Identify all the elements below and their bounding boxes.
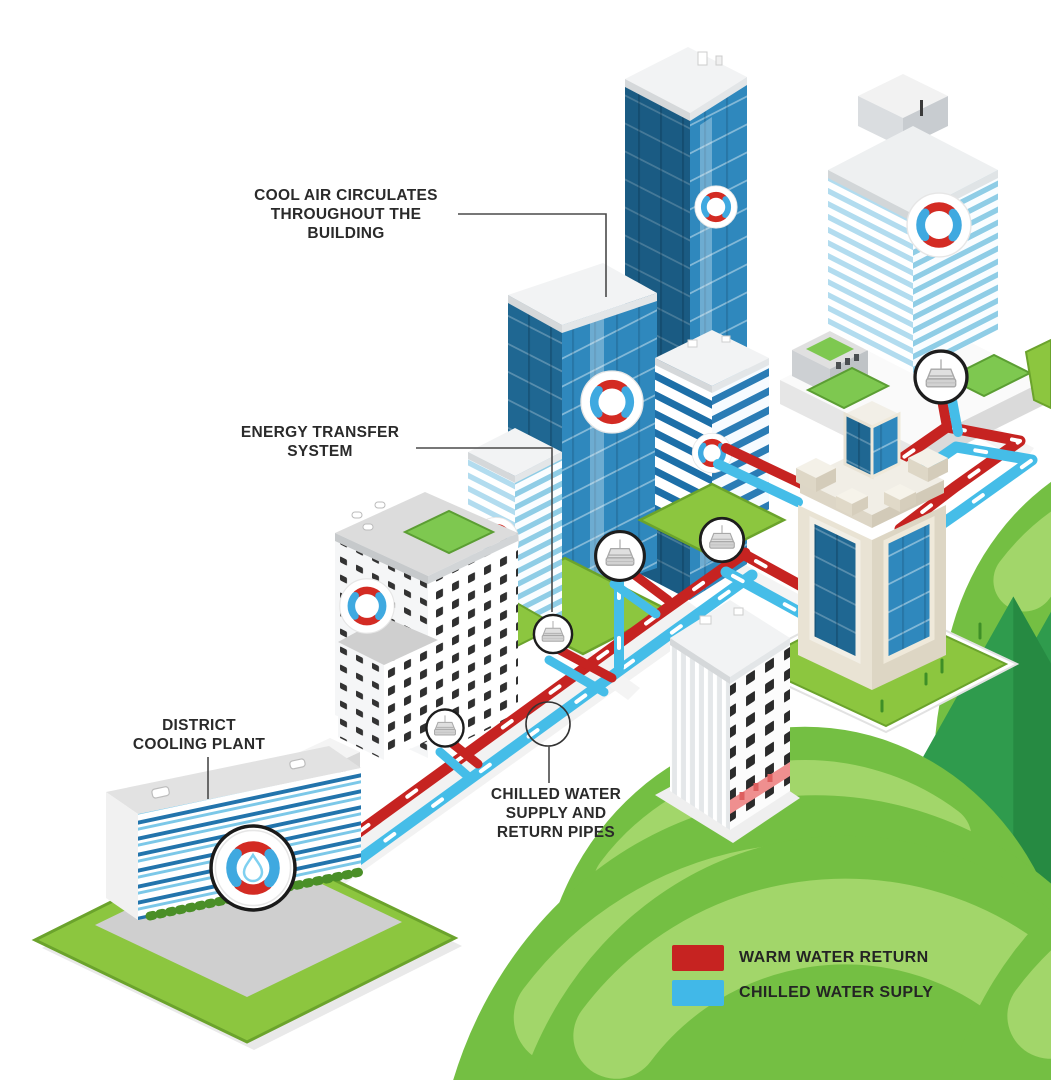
plant-pad: [95, 850, 402, 997]
roof-vent: [697, 51, 708, 66]
striped-tower-right: [828, 74, 998, 374]
energy-transfer-station-icon: [698, 516, 746, 564]
glass-panel: [809, 516, 861, 664]
warm-water-swatch-rect: [672, 945, 724, 971]
cupola: [843, 401, 901, 480]
pipes-highlight-circle: [525, 701, 571, 747]
annex: [338, 617, 438, 760]
energy-transfer-station-icon: [425, 708, 465, 748]
legend: WARM WATER RETURN CHILLED WATER SUPLY: [672, 945, 933, 1006]
water-drop-icon: [242, 852, 264, 883]
label-chilled-pipes: CHILLED WATER SUPPLY AND RETURN PIPES: [490, 786, 622, 841]
legend-row-chilled-water: CHILLED WATER SUPLY: [672, 980, 933, 1006]
podium-lawn-left: [805, 366, 1051, 1080]
label-energy-transfer: ENERGY TRANSFER SYSTEM: [240, 424, 400, 460]
warm-water-swatch: [672, 945, 724, 971]
chilled-water-swatch-rect: [672, 980, 724, 1006]
green-roof: [806, 337, 854, 361]
energy-transfer-station-icon: [594, 530, 646, 582]
circulation-badge-icon: [695, 186, 737, 228]
chilled-water-swatch: [672, 980, 724, 1006]
plant-badge: [209, 824, 297, 912]
awning: [730, 762, 790, 814]
legend-label-warm-water: WARM WATER RETURN: [739, 949, 929, 966]
crown: [796, 445, 948, 528]
energy-transfer-station-icon: [913, 349, 969, 405]
energy-transfer-connector-line: [416, 447, 553, 612]
chevron-building: [637, 330, 1051, 1080]
legend-label-chilled-water: CHILLED WATER SUPLY: [739, 984, 934, 1001]
circulation-badge-icon: [907, 193, 971, 257]
awning-stripes: [739, 774, 773, 800]
roof-vent: [715, 55, 723, 66]
cool-air-connector-line: [458, 213, 607, 297]
energy-transfer-station-icon: [532, 613, 574, 655]
district-cooling-plant-building: [31, 746, 462, 1050]
glass-panel: [883, 516, 935, 664]
windowed-building-bottom: [655, 600, 1051, 1080]
roof-garden: [402, 509, 496, 555]
annotation-lines: [207, 213, 607, 799]
legend-row-warm-water: WARM WATER RETURN: [672, 945, 933, 971]
right-edge-lawn: [1024, 338, 1051, 410]
grass-blades: [880, 622, 982, 713]
classical-building-right: [738, 401, 1020, 734]
label-district-plant: DISTRICT COOLING PLANT: [132, 717, 266, 753]
circulation-badge-icon: [340, 579, 395, 634]
label-cool-air: COOL AIR CIRCULATES THROUGHOUT THE BUILD…: [254, 187, 438, 242]
offices-building-left: [335, 492, 1051, 1080]
penthouse: [858, 74, 948, 148]
circulation-badge-icon: [581, 371, 643, 433]
